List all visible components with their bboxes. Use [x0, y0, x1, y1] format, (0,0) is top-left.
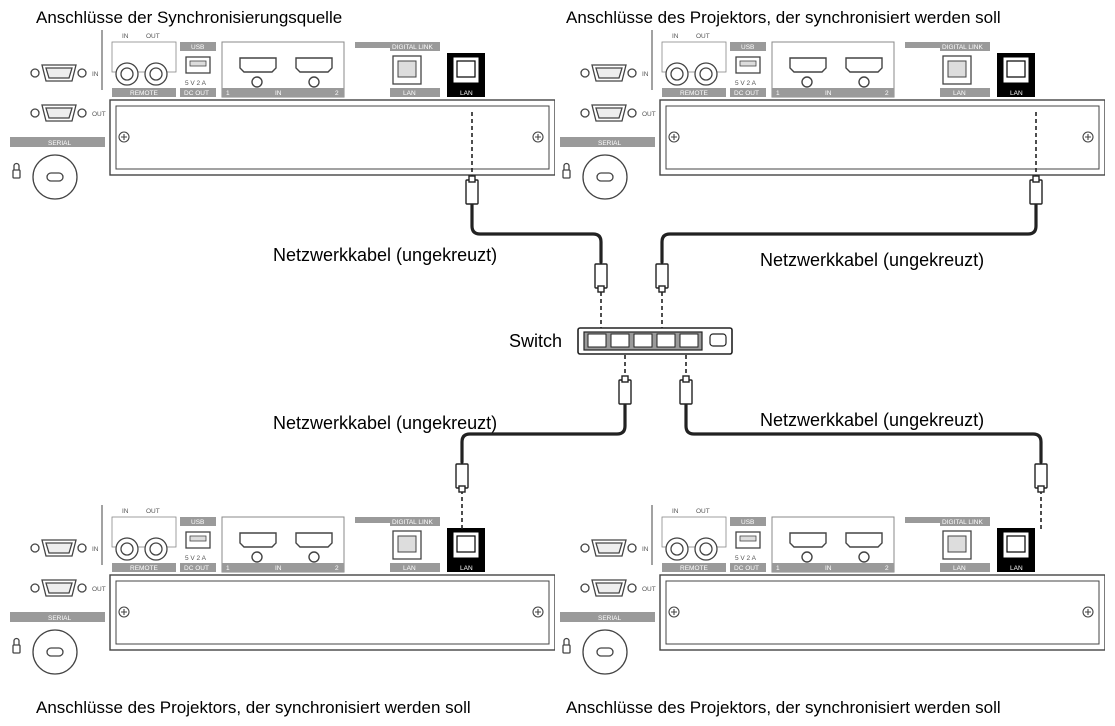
- network-switch: [577, 327, 733, 355]
- svg-text:1: 1: [226, 565, 230, 572]
- projector-panel-bottom-right: IN OUT SERIAL IN OUT REMOTE USB 5 V 2 A …: [560, 505, 1105, 685]
- svg-text:REMOTE: REMOTE: [680, 90, 708, 97]
- cable-label-top-right: Netzwerkkabel (ungekreuzt): [760, 250, 985, 270]
- svg-text:DC OUT: DC OUT: [734, 565, 759, 572]
- svg-text:IN: IN: [642, 546, 649, 553]
- svg-text:IN: IN: [122, 508, 129, 515]
- svg-text:OUT: OUT: [92, 586, 106, 593]
- svg-text:LAN: LAN: [403, 90, 416, 97]
- svg-text:OUT: OUT: [696, 508, 710, 515]
- svg-text:IN: IN: [672, 508, 679, 515]
- svg-text:IN: IN: [275, 565, 282, 572]
- svg-text:REMOTE: REMOTE: [680, 565, 708, 572]
- svg-text:5 V 2 A: 5 V 2 A: [735, 555, 757, 562]
- svg-text:1: 1: [776, 90, 780, 97]
- cable-label-bottom-right: Netzwerkkabel (ungekreuzt): [760, 410, 985, 430]
- plug-switch-2: [655, 263, 669, 293]
- svg-text:OUT: OUT: [146, 33, 160, 40]
- svg-text:1: 1: [226, 90, 230, 97]
- svg-text:LAN: LAN: [403, 565, 416, 572]
- serial-out-connector: [30, 579, 87, 597]
- plug-top-right: [1029, 175, 1043, 205]
- svg-text:SERIAL: SERIAL: [598, 615, 622, 622]
- serial-out-connector: [580, 579, 637, 597]
- svg-text:DC OUT: DC OUT: [734, 90, 759, 97]
- svg-text:OUT: OUT: [642, 111, 656, 118]
- svg-text:OUT: OUT: [92, 111, 106, 118]
- serial-out-connector: [580, 104, 637, 122]
- serial-in-connector: [580, 539, 637, 557]
- svg-text:USB: USB: [741, 519, 754, 526]
- caption-projector-top-right: Anschlüsse des Projektors, der synchroni…: [566, 8, 1001, 27]
- svg-text:LAN: LAN: [1010, 90, 1023, 97]
- projector-panel-top-right: IN OUT SERIAL IN OUT REMOTE USB 5 V 2 A …: [560, 30, 1105, 210]
- plug-switch-1: [594, 263, 608, 293]
- switch-label: Switch: [509, 331, 563, 351]
- svg-text:DIGITAL LINK: DIGITAL LINK: [392, 519, 433, 526]
- cable-bottom-right: [684, 403, 1043, 464]
- svg-text:OUT: OUT: [696, 33, 710, 40]
- serial-in-connector: [30, 539, 87, 557]
- svg-text:2: 2: [885, 90, 889, 97]
- svg-text:DIGITAL LINK: DIGITAL LINK: [392, 44, 433, 51]
- plug-top-left: [465, 175, 479, 205]
- svg-text:2: 2: [335, 90, 339, 97]
- svg-text:DC OUT: DC OUT: [184, 565, 209, 572]
- svg-text:REMOTE: REMOTE: [130, 90, 158, 97]
- projector-panel-bottom-left: IN OUT SERIAL IN OUT REMOTE USB 5 V 2 A …: [10, 505, 555, 685]
- serial-out-connector: [30, 104, 87, 122]
- svg-text:IN: IN: [275, 90, 282, 97]
- svg-text:LAN: LAN: [460, 565, 473, 572]
- svg-text:SERIAL: SERIAL: [48, 140, 72, 147]
- plug-switch-3: [618, 375, 632, 405]
- svg-text:5 V 2 A: 5 V 2 A: [185, 80, 207, 87]
- plug-bottom-right: [1034, 463, 1048, 493]
- caption-sync-source: Anschlüsse der Synchronisierungsquelle: [36, 8, 343, 27]
- svg-text:IN: IN: [122, 33, 129, 40]
- svg-text:IN: IN: [825, 90, 832, 97]
- projector-panel-sync-source: IN OUT SERIAL IN OUT REMOTE USB 5 V 2 A …: [10, 30, 555, 210]
- svg-text:IN: IN: [642, 71, 649, 78]
- svg-text:OUT: OUT: [146, 508, 160, 515]
- svg-text:DC OUT: DC OUT: [184, 90, 209, 97]
- caption-projector-bottom-left: Anschlüsse des Projektors, der synchroni…: [36, 698, 471, 717]
- svg-text:DIGITAL LINK: DIGITAL LINK: [942, 519, 983, 526]
- svg-text:OUT: OUT: [642, 586, 656, 593]
- svg-text:1: 1: [776, 565, 780, 572]
- svg-text:USB: USB: [191, 519, 204, 526]
- svg-text:DIGITAL LINK: DIGITAL LINK: [942, 44, 983, 51]
- svg-text:IN: IN: [825, 565, 832, 572]
- svg-text:LAN: LAN: [953, 90, 966, 97]
- svg-text:REMOTE: REMOTE: [130, 565, 158, 572]
- cable-top-right: [660, 203, 1038, 264]
- cable-bottom-left: [460, 403, 627, 464]
- svg-text:LAN: LAN: [460, 90, 473, 97]
- cable-label-bottom-left: Netzwerkkabel (ungekreuzt): [273, 413, 498, 433]
- svg-text:LAN: LAN: [953, 565, 966, 572]
- serial-in-connector: [30, 64, 87, 82]
- plug-bottom-left: [455, 463, 469, 493]
- caption-projector-bottom-right: Anschlüsse des Projektors, der synchroni…: [566, 698, 1001, 717]
- cable-label-top-left: Netzwerkkabel (ungekreuzt): [273, 245, 498, 265]
- svg-text:5 V 2 A: 5 V 2 A: [735, 80, 757, 87]
- svg-text:2: 2: [335, 565, 339, 572]
- svg-text:LAN: LAN: [1010, 565, 1023, 572]
- svg-text:USB: USB: [191, 44, 204, 51]
- cable-top-left: [470, 203, 603, 264]
- svg-text:SERIAL: SERIAL: [48, 615, 72, 622]
- svg-text:SERIAL: SERIAL: [598, 140, 622, 147]
- svg-text:USB: USB: [741, 44, 754, 51]
- svg-text:2: 2: [885, 565, 889, 572]
- svg-text:5 V 2 A: 5 V 2 A: [185, 555, 207, 562]
- svg-text:IN: IN: [92, 71, 99, 78]
- svg-text:IN: IN: [92, 546, 99, 553]
- svg-text:IN: IN: [672, 33, 679, 40]
- serial-in-connector: [580, 64, 637, 82]
- plug-switch-4: [679, 375, 693, 405]
